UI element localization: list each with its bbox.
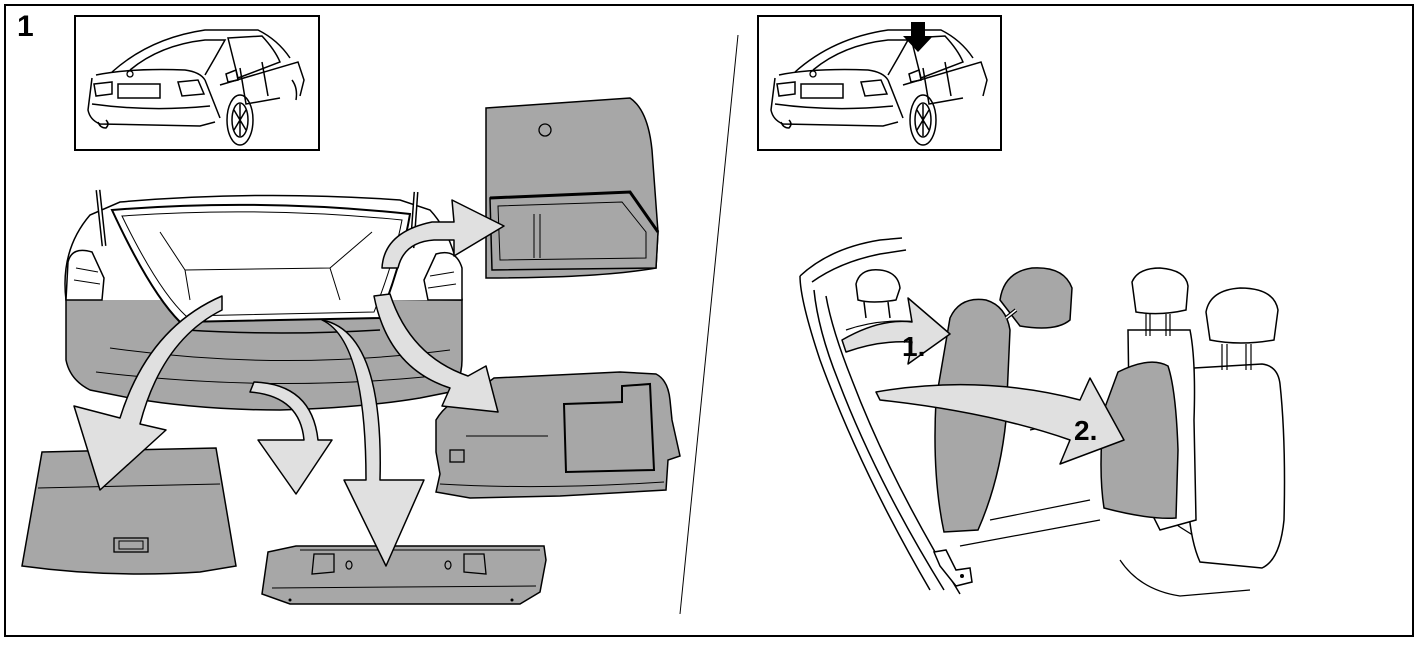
seat-step-2-label: 2. (1074, 415, 1097, 446)
car-thumbnail-rear-view (75, 16, 319, 150)
trunk-floor-cover (22, 448, 236, 574)
open-trunk (65, 190, 462, 410)
seat-step-1-label: 1. (902, 331, 925, 362)
car-thumbnail-rear-seat-view (758, 16, 1001, 150)
step-number: 1 (17, 12, 34, 42)
trunk-side-trim-panel (486, 98, 658, 278)
trunk-sill-trim (262, 546, 546, 604)
